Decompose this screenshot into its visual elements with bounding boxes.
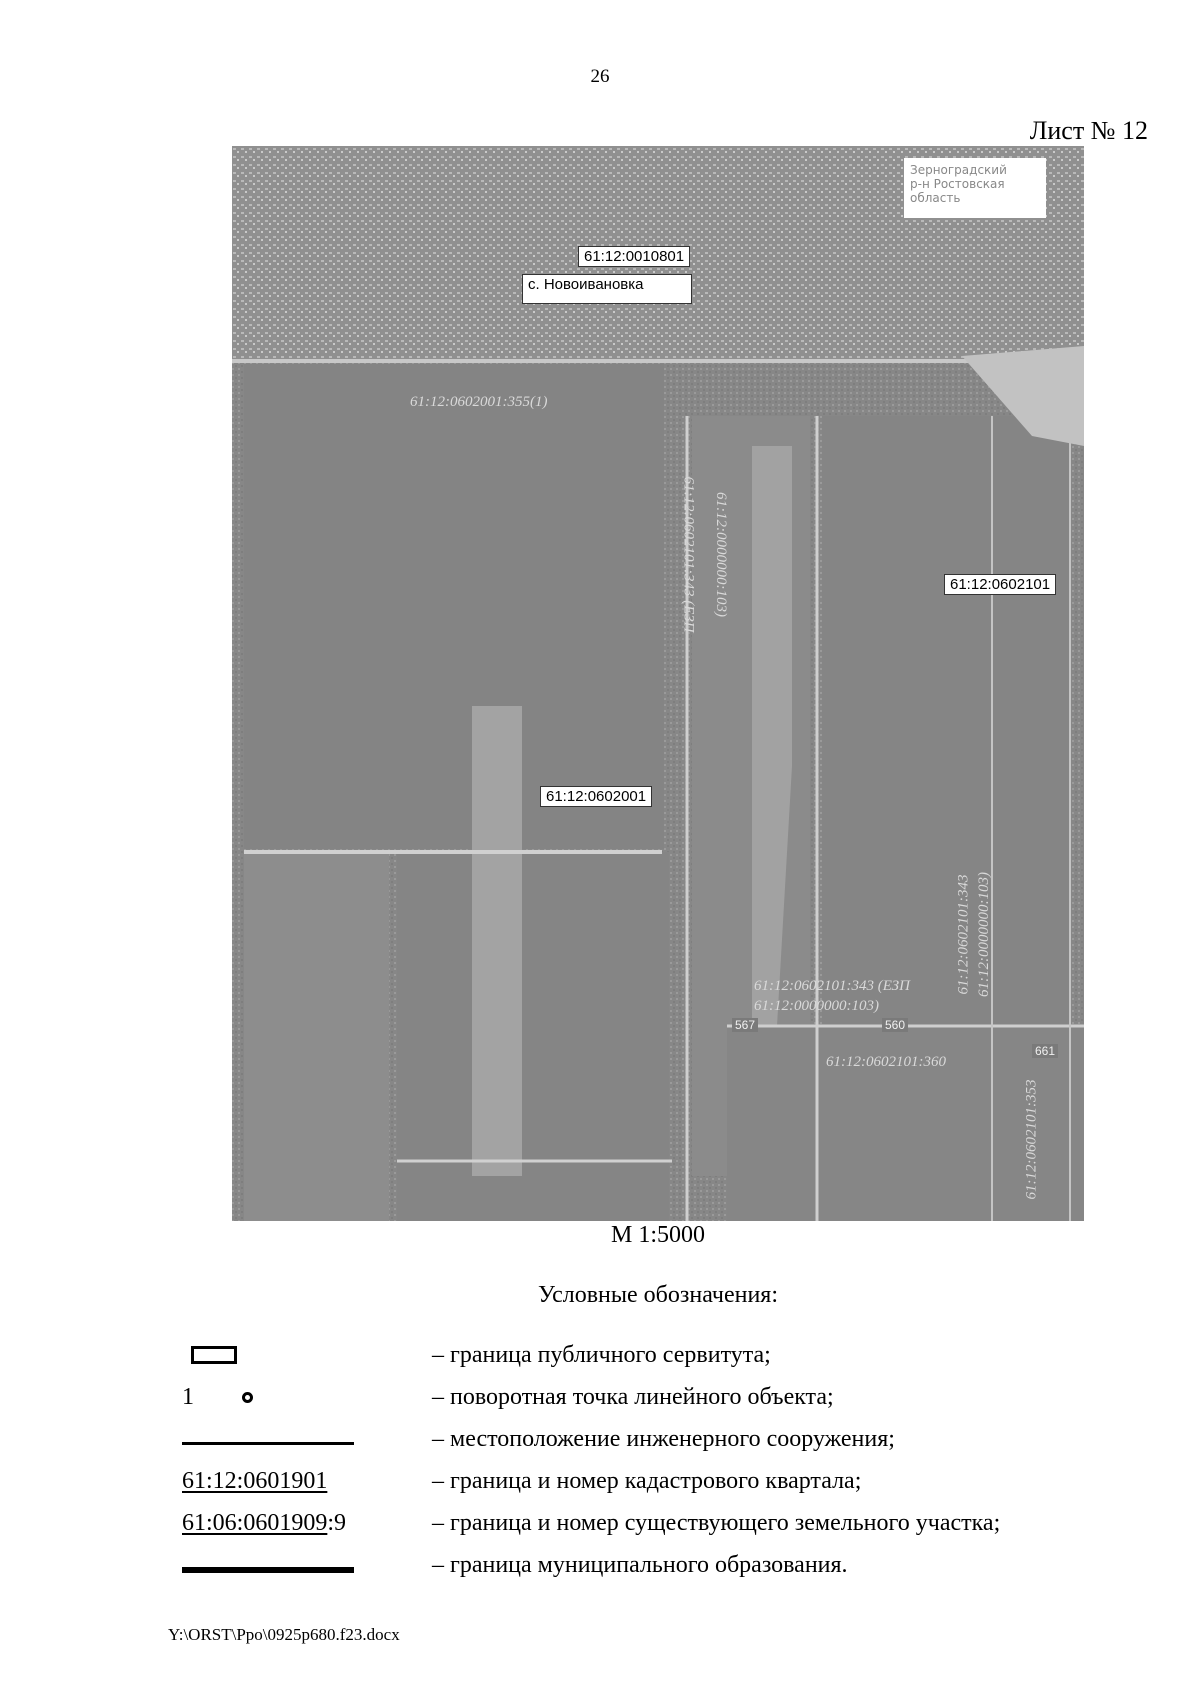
region-label-line-1: Зерноградский bbox=[910, 163, 1007, 177]
engineering-structure-line-symbol bbox=[182, 1442, 354, 1445]
number-tag-567: 567 bbox=[732, 1018, 759, 1032]
sheet-label: Лист № 12 bbox=[1029, 116, 1148, 145]
legend-description: – поворотная точка линейного объекта; bbox=[432, 1384, 834, 1410]
map-fields bbox=[232, 146, 1084, 1221]
region-label-line-3: область bbox=[910, 191, 961, 205]
legend-description: – граница и номер существующего земельно… bbox=[432, 1510, 1001, 1536]
legend-row-land-plot: 61:06:0601909:9 – граница и номер сущест… bbox=[0, 1510, 1200, 1550]
turning-point-symbol bbox=[242, 1392, 253, 1403]
number-tag-661: 661 bbox=[1032, 1044, 1059, 1058]
map-image: Зерноградский р-н Ростовская область 61:… bbox=[232, 146, 1084, 1221]
file-path: Y:\ORST\Ppo\0925p680.f23.docx bbox=[168, 1625, 400, 1644]
parcel-label-right-vertical-a: 61:12:0000000:103) bbox=[975, 872, 992, 997]
parcel-label-vertical-b: 61:12:0000000:103) bbox=[712, 492, 729, 617]
settlement-label: с. Новоивановка bbox=[522, 274, 692, 304]
legend-description: – местоположение инженерного сооружения; bbox=[432, 1426, 895, 1452]
parcel-label-far-right: 61:12:0602101:353 bbox=[1023, 1079, 1040, 1200]
region-label-line-2: р-н Ростовская bbox=[910, 177, 1005, 191]
legend-description: – граница публичного сервитута; bbox=[432, 1342, 771, 1368]
quarter-label-center: 61:12:0602001 bbox=[540, 786, 653, 807]
land-plot-suffix: :9 bbox=[327, 1510, 347, 1536]
legend-description: – граница муниципального образования. bbox=[432, 1552, 848, 1578]
municipal-boundary-line-symbol bbox=[182, 1567, 354, 1573]
page-number: 26 bbox=[590, 66, 610, 87]
map-scale: М 1:5000 bbox=[610, 1222, 705, 1248]
legend-description: – граница и номер кадастрового квартала; bbox=[432, 1468, 862, 1494]
parcel-label-right-vertical-b: 61:12:0602101:343 bbox=[955, 874, 972, 995]
parcel-label-lower-right: 61:12:0602101:360 bbox=[826, 1054, 946, 1070]
cadastral-quarter-symbol: 61:12:0601901 bbox=[182, 1468, 328, 1494]
quarter-label-north: 61:12:0010801 bbox=[578, 246, 691, 267]
legend-title: Условные обозначения: bbox=[537, 1282, 779, 1308]
legend-row-engineering-structure: – местоположение инженерного сооружения; bbox=[0, 1426, 1200, 1466]
parcel-label-lower-b: 61:12:0000000:103) bbox=[754, 998, 879, 1014]
legend-row-servitude: – граница публичного сервитута; bbox=[0, 1342, 1200, 1382]
servitude-boundary-symbol bbox=[191, 1346, 237, 1364]
legend-row-cadastral-quarter: 61:12:0601901 – граница и номер кадастро… bbox=[0, 1468, 1200, 1508]
legend-row-municipal-boundary: – граница муниципального образования. bbox=[0, 1552, 1200, 1592]
land-plot-symbol: 61:06:0601909:9 bbox=[182, 1510, 346, 1537]
region-label: Зерноградский р-н Ростовская область bbox=[904, 158, 1046, 218]
quarter-label-east: 61:12:0602101 bbox=[944, 574, 1057, 595]
parcel-label-upper-left: 61:12:0602001:355(1) bbox=[410, 394, 548, 410]
number-tag-560: 560 bbox=[882, 1018, 909, 1032]
turning-point-number: 1 bbox=[182, 1384, 194, 1410]
land-plot-number: 61:06:0601909 bbox=[182, 1510, 328, 1536]
parcel-label-vertical-a: 61:12:0602101:343 (ЕЗП bbox=[680, 476, 697, 633]
parcel-label-lower-a: 61:12:0602101:343 (ЕЗП bbox=[754, 978, 910, 994]
legend-row-turning-point: 1 – поворотная точка линейного объекта; bbox=[0, 1384, 1200, 1424]
